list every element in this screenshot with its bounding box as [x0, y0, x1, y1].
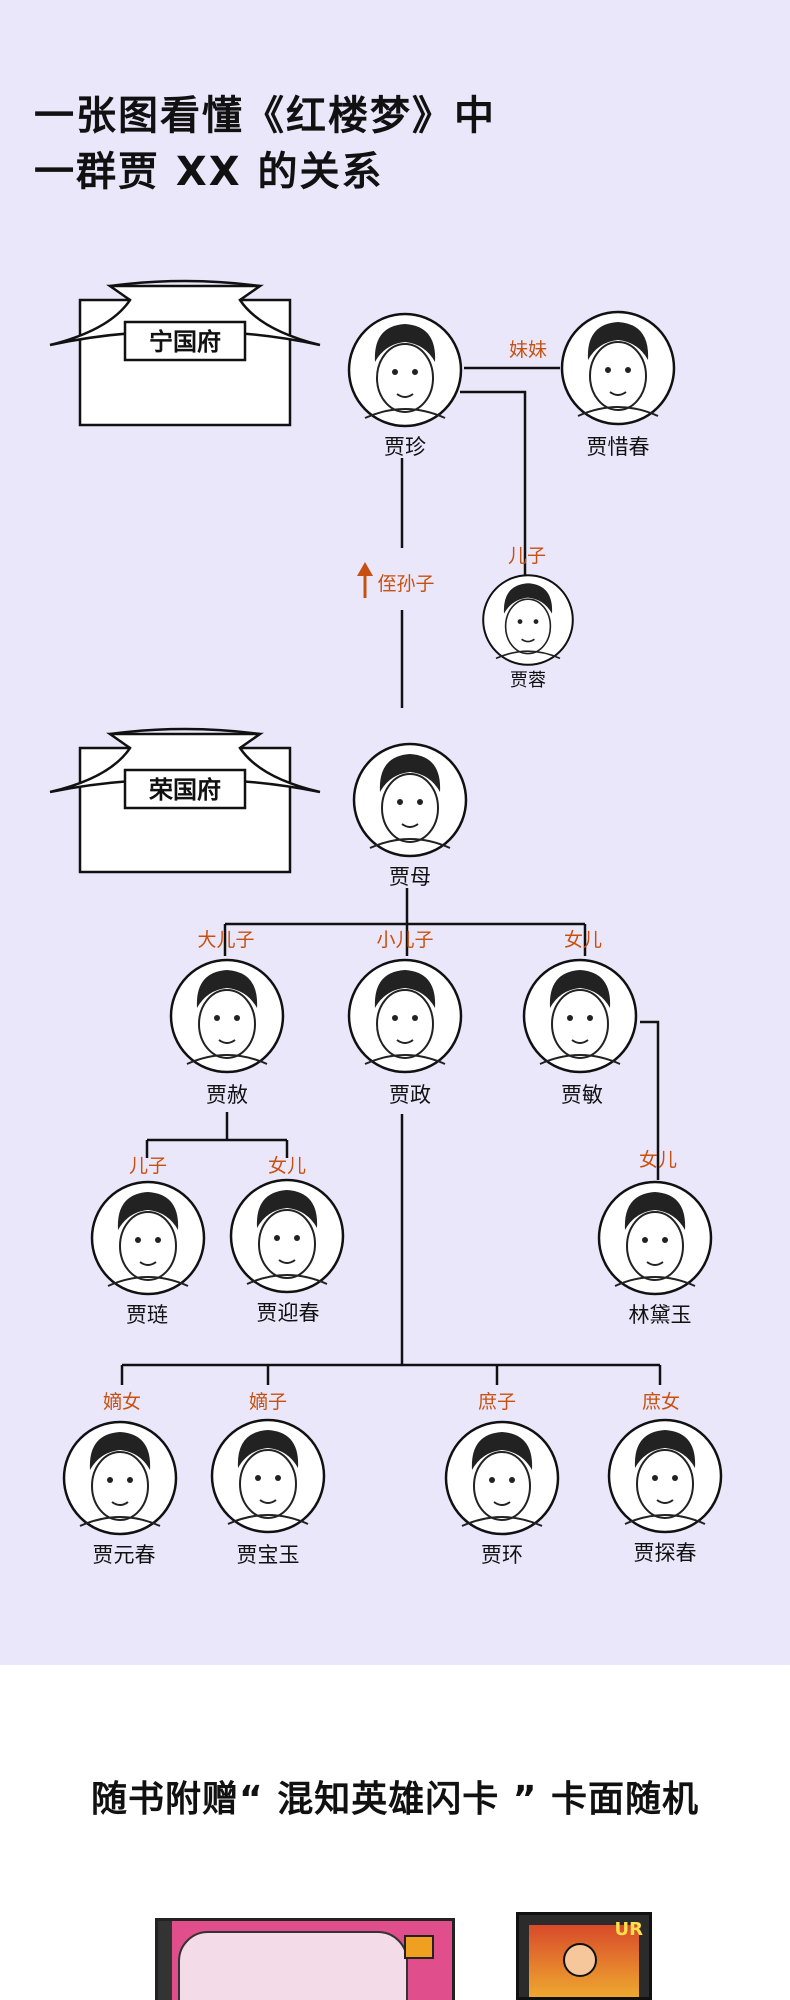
- portrait-lin-daiyu: [599, 1182, 711, 1294]
- flash-card-grade: UR: [615, 1919, 643, 1940]
- name-jia-yuanchun: 贾元春: [93, 1543, 156, 1567]
- relation-label-shunu: 庶女: [642, 1391, 680, 1413]
- portrait-jia-she: [171, 960, 283, 1072]
- relation-label-dinu: 嫡女: [103, 1391, 141, 1413]
- name-jia-tanchun: 贾探春: [634, 1541, 697, 1565]
- family-tree: 宁国府 荣国府: [0, 0, 790, 1665]
- name-lin-daiyu: 林黛玉: [629, 1303, 692, 1327]
- arrow-up-icon: [357, 562, 373, 598]
- portrait-jia-tanchun: [609, 1420, 721, 1532]
- relation-label-erzi-rong: 儿子: [508, 545, 546, 567]
- book-badge-icon: [404, 1935, 434, 1959]
- portrait-jia-min: [524, 960, 636, 1072]
- relation-label-xiao-erzi: 小儿子: [376, 929, 433, 951]
- relation-label-meimei: 妹妹: [509, 339, 547, 361]
- name-jia-yingchun: 贾迎春: [257, 1301, 320, 1325]
- portrait-jia-yuanchun: [64, 1422, 176, 1534]
- book-cover-image: [155, 1918, 455, 2000]
- book-spine: [158, 1921, 172, 2000]
- portrait-jia-lian: [92, 1182, 204, 1294]
- relation-label-zhisunzi: 侄孙子: [377, 573, 434, 595]
- name-jia-mu: 贾母: [389, 865, 431, 889]
- relation-label-erzi-lian: 儿子: [129, 1155, 167, 1177]
- relation-label-nuer-ying: 女儿: [268, 1155, 306, 1177]
- name-jia-lian: 贾琏: [126, 1303, 168, 1327]
- portrait-jia-rong: [483, 575, 573, 665]
- portrait-jia-baoyu: [212, 1420, 324, 1532]
- house-label-rongguo: 荣国府: [149, 776, 221, 804]
- flash-card-hero-icon: [563, 1943, 597, 1977]
- house-label-ningguo: 宁国府: [149, 328, 221, 356]
- portrait-jia-mu: [354, 744, 466, 856]
- portrait-jia-xichun: [562, 312, 674, 424]
- book-cover-art: [178, 1931, 408, 2000]
- relation-label-shuzi: 庶子: [478, 1391, 516, 1413]
- name-jia-zhen: 贾珍: [384, 435, 426, 459]
- relation-label-dizi: 嫡子: [249, 1391, 287, 1413]
- name-jia-xichun: 贾惜春: [587, 435, 650, 459]
- relation-label-nuer-min: 女儿: [564, 929, 602, 951]
- name-jia-zheng: 贾政: [389, 1083, 431, 1107]
- relation-label-nuer-lin: 女儿: [639, 1149, 677, 1171]
- portrait-jia-huan: [446, 1422, 558, 1534]
- gift-title: 随书附赠“ 混知英雄闪卡 ” 卡面随机: [0, 1770, 790, 1822]
- name-jia-she: 贾赦: [206, 1083, 248, 1107]
- hero-flash-card-image: UR: [516, 1912, 652, 2000]
- name-jia-huan: 贾环: [481, 1543, 523, 1567]
- name-jia-baoyu: 贾宝玉: [237, 1543, 300, 1567]
- name-jia-min: 贾敏: [561, 1083, 603, 1107]
- name-jia-rong: 贾蓉: [510, 670, 546, 691]
- relation-label-da-erzi: 大儿子: [197, 929, 254, 951]
- portrait-jia-zheng: [349, 960, 461, 1072]
- portrait-jia-yingchun: [231, 1180, 343, 1292]
- portrait-jia-zhen: [349, 314, 461, 426]
